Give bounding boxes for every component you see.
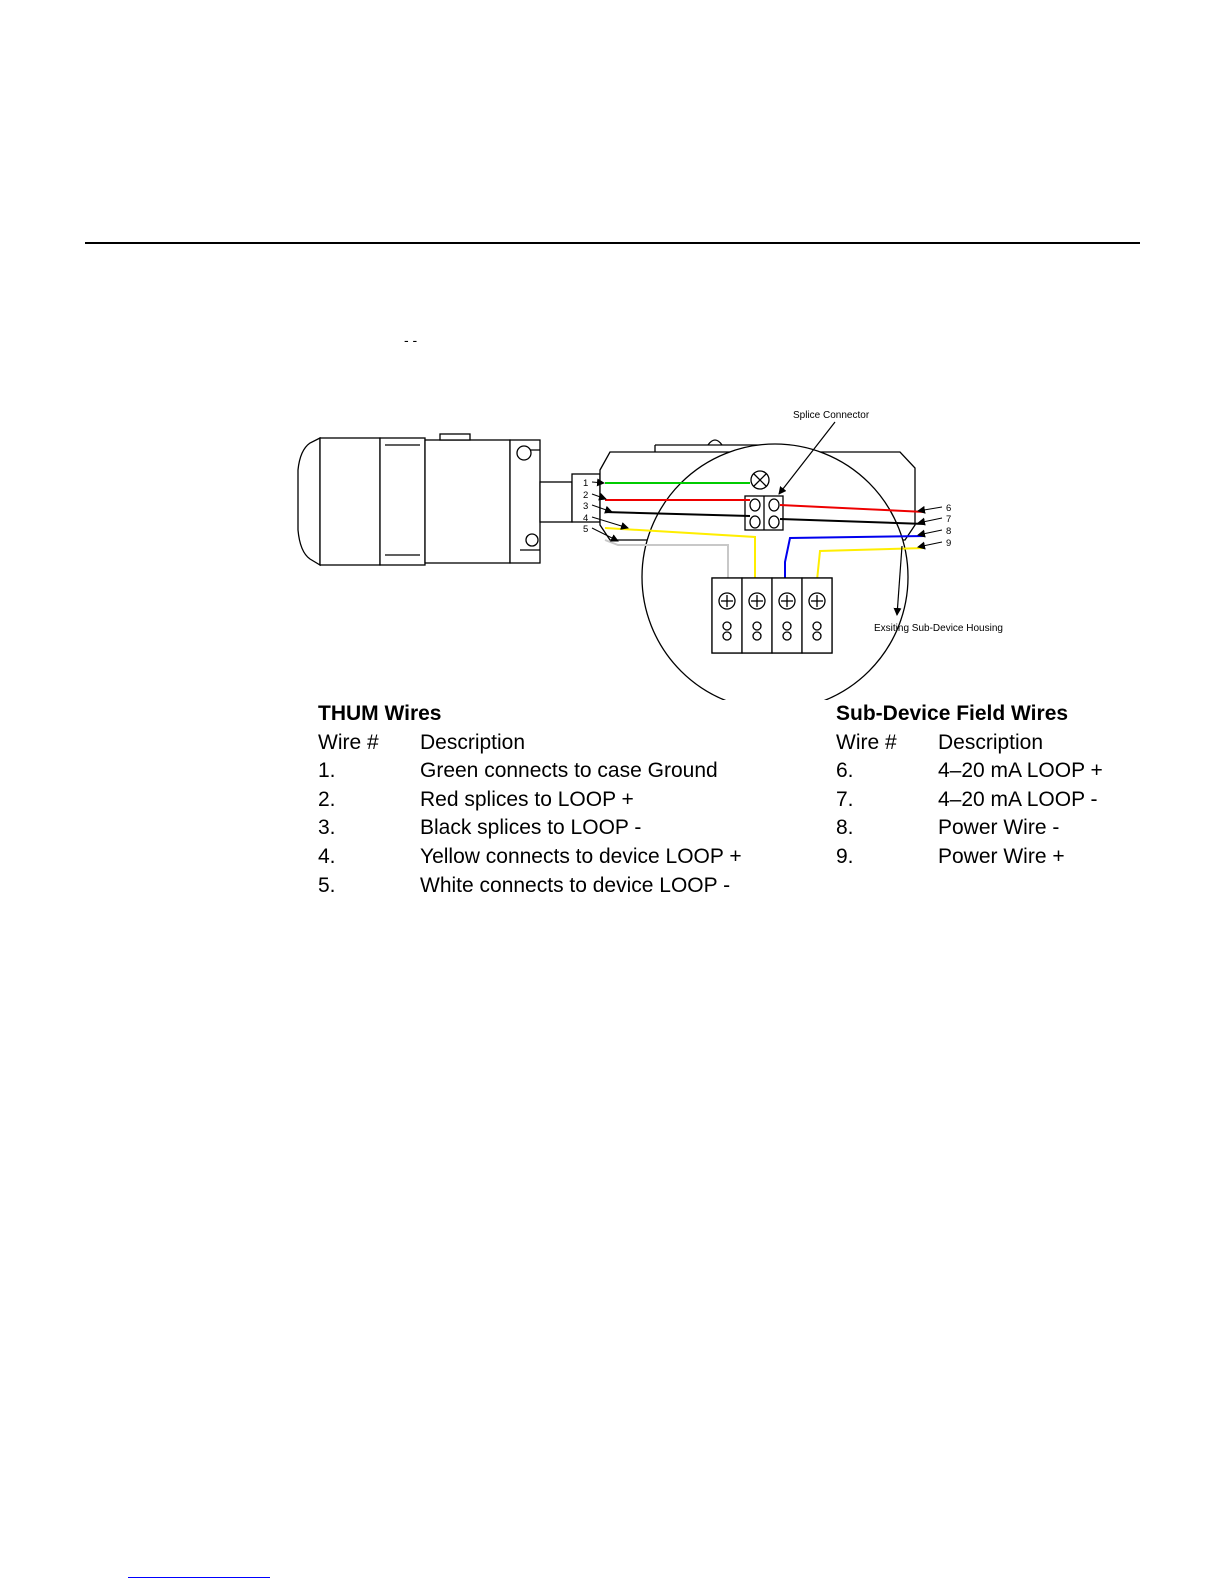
splice-connector (744, 495, 784, 531)
thum-row-num: 2. (318, 787, 336, 811)
thum-legend-title: THUM Wires (318, 702, 442, 725)
header-rule (85, 242, 1140, 244)
stray-mark: - - (404, 332, 418, 348)
thum-wire-labels: 1 2 3 4 5 (583, 478, 629, 542)
sub-row-desc: Power Wire + (938, 844, 1065, 868)
sub-row-desc: 4–20 mA LOOP + (938, 759, 1103, 783)
thum-row-4: 4. Yellow connects to device LOOP + (318, 843, 742, 872)
splice-connector-label: Splice Connector (793, 410, 870, 421)
wire-label-2: 2 (583, 490, 588, 501)
wire-label-3: 3 (583, 501, 588, 512)
thum-row-3: 3. Black splices to LOOP - (318, 814, 742, 843)
sub-col-wire: Wire # (836, 730, 897, 754)
thum-row-2: 2. Red splices to LOOP + (318, 786, 742, 815)
sub-row-desc: Power Wire - (938, 816, 1060, 840)
thum-row-1: 1. Green connects to case Ground (318, 757, 742, 786)
thum-col-wire: Wire # (318, 730, 379, 754)
wire-label-9: 9 (946, 538, 951, 549)
sub-row-num: 9. (836, 844, 854, 868)
sub-legend-title: Sub-Device Field Wires (836, 702, 1069, 725)
wire-6-red (779, 504, 926, 513)
thum-col-description: Description (420, 730, 526, 754)
wiring-diagram: 1 2 3 4 5 6 7 8 9 Splice Connector Exsit… (297, 410, 1003, 700)
wire-7-black (779, 518, 926, 525)
thum-row-desc: Yellow connects to device LOOP + (420, 844, 742, 868)
sub-row-num: 6. (836, 759, 854, 783)
sub-col-description: Description (938, 730, 1044, 754)
thum-row-desc: Red splices to LOOP + (420, 787, 634, 811)
wire-label-5: 5 (583, 524, 588, 535)
wire-label-1: 1 (583, 478, 588, 489)
sub-legend-header: Wire # Description (836, 729, 1103, 758)
terminal-block (711, 577, 833, 654)
footer-link-underline[interactable] (128, 1577, 270, 1578)
thum-row-num: 3. (318, 816, 336, 840)
wire-5-white (604, 539, 729, 600)
sub-row-num: 7. (836, 787, 854, 811)
thum-legend-header: Wire # Description (318, 729, 742, 758)
housing-label: Exsiting Sub-Device Housing (874, 623, 1003, 634)
sub-row-7: 7. 4–20 mA LOOP - (836, 786, 1103, 815)
field-wire-labels: 6 7 8 9 (917, 503, 951, 550)
thum-wires-legend: THUM Wires Wire # Description 1. Green c… (318, 700, 742, 900)
thum-row-5: 5. White connects to device LOOP - (318, 872, 742, 901)
wire-label-8: 8 (946, 526, 951, 537)
thum-row-num: 4. (318, 844, 336, 868)
thum-row-desc: White connects to device LOOP - (420, 873, 731, 897)
wire-label-4: 4 (583, 513, 588, 524)
thum-row-desc: Green connects to case Ground (420, 759, 718, 783)
wire-label-7: 7 (946, 514, 951, 525)
sub-row-9: 9. Power Wire + (836, 843, 1103, 872)
sub-device-wires-legend: Sub-Device Field Wires Wire # Descriptio… (836, 700, 1103, 872)
sub-row-num: 8. (836, 816, 854, 840)
wire-label-6: 6 (946, 503, 951, 514)
sub-row-8: 8. Power Wire - (836, 814, 1103, 843)
thum-adapter (297, 433, 601, 567)
thum-row-desc: Black splices to LOOP - (420, 816, 642, 840)
thum-row-num: 5. (318, 873, 336, 897)
thum-row-num: 1. (318, 759, 336, 783)
ground-screw (750, 470, 770, 490)
wire-3-black (604, 511, 751, 517)
callouts: Splice Connector Exsiting Sub-Device Hou… (778, 410, 1003, 634)
sub-row-desc: 4–20 mA LOOP - (938, 787, 1098, 811)
sub-row-6: 6. 4–20 mA LOOP + (836, 757, 1103, 786)
